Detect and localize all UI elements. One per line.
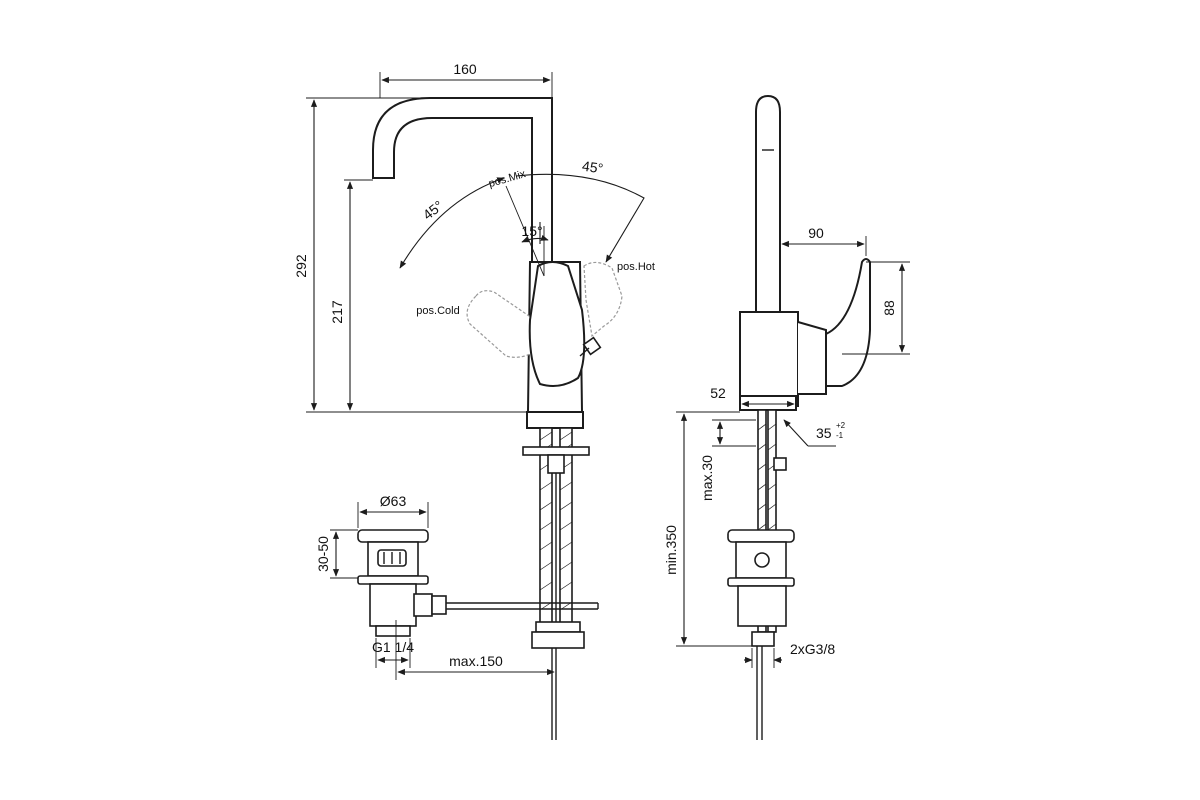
dim-deck-thickness: max.30 bbox=[699, 455, 715, 501]
faucet-front-view bbox=[372, 97, 623, 740]
dim-hose-length: min.350 bbox=[663, 525, 679, 575]
side-waste-cap bbox=[727, 529, 795, 543]
fixing-washer bbox=[522, 446, 590, 456]
waste-flange bbox=[357, 575, 429, 585]
lever-ghost-hot bbox=[583, 261, 623, 338]
dim-lever-height: 88 bbox=[881, 300, 897, 316]
side-stud-nut bbox=[773, 457, 787, 471]
dim-spout-height: 217 bbox=[329, 300, 345, 324]
dim-hole-diameter: 35 bbox=[816, 425, 832, 441]
label-angle-mix: 15° bbox=[521, 223, 542, 239]
side-connection bbox=[751, 631, 775, 647]
lever-handle bbox=[528, 261, 586, 387]
arc-hot bbox=[515, 173, 645, 263]
faucet-side-view bbox=[727, 94, 871, 740]
side-body bbox=[739, 311, 799, 407]
dim-waste-height: 30-50 bbox=[315, 536, 331, 572]
waste-outlet bbox=[375, 625, 411, 637]
lever-ghost-cold bbox=[466, 290, 535, 358]
label-pos-hot: pos.Hot bbox=[617, 261, 655, 273]
arc-mix bbox=[521, 234, 549, 243]
dim-waste-diameter: Ø63 bbox=[380, 493, 407, 509]
side-lever bbox=[797, 258, 871, 395]
dimensions-waste: Ø63 30-50 G1 1/4 max.150 bbox=[315, 493, 555, 680]
dim-waste-thread: G1 1/4 bbox=[372, 639, 414, 655]
side-waste-indicator bbox=[754, 552, 770, 568]
fixing-nut bbox=[547, 454, 565, 474]
faucet-base bbox=[526, 411, 584, 429]
side-base bbox=[739, 395, 797, 411]
label-angle-hot: 45° bbox=[581, 158, 604, 177]
hose-fitting bbox=[535, 621, 581, 633]
side-waste-lower bbox=[737, 585, 787, 627]
hose-nut bbox=[531, 631, 585, 649]
lever-tip bbox=[582, 336, 602, 356]
waste-valve bbox=[357, 529, 447, 637]
label-pos-cold: pos.Cold bbox=[416, 305, 459, 317]
waste-cap bbox=[357, 529, 429, 543]
dim-total-height: 292 bbox=[293, 254, 309, 278]
side-spout bbox=[755, 94, 781, 313]
dim-connection: 2xG3/8 bbox=[790, 641, 835, 657]
spout bbox=[372, 97, 553, 269]
label-pos-mix: pos.Mix bbox=[487, 168, 527, 190]
side-waste-flange bbox=[727, 577, 795, 587]
dim-base-width: 52 bbox=[710, 385, 726, 401]
arc-cold bbox=[399, 177, 505, 269]
waste-body-lower bbox=[369, 583, 417, 627]
dim-lever-projection: 90 bbox=[808, 225, 824, 241]
waste-rod-nut bbox=[431, 595, 447, 615]
dim-hole-tol-plus: +2 bbox=[836, 421, 846, 430]
waste-rod-housing bbox=[413, 593, 433, 617]
dim-spout-reach: 160 bbox=[453, 61, 477, 77]
dim-hole-tol-minus: -1 bbox=[836, 431, 844, 440]
label-angle-cold: 45° bbox=[420, 197, 447, 223]
dimensions-side: 90 88 52 35 +2 -1 max.30 min.350 2xG3/8 bbox=[663, 225, 910, 668]
dim-rod-length: max.150 bbox=[449, 653, 503, 669]
